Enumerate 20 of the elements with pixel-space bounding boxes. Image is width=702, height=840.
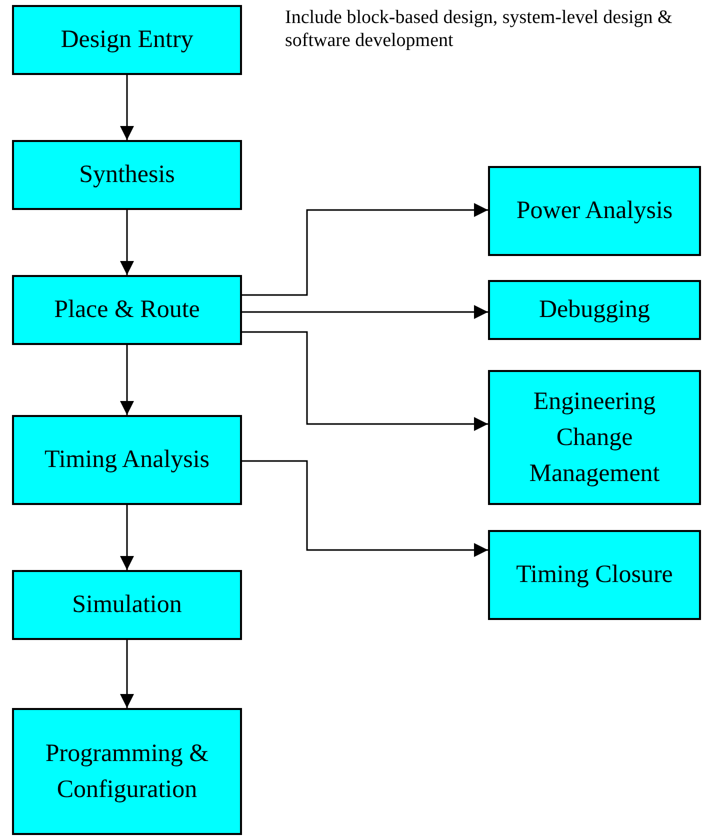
process-box: Debugging [488, 280, 701, 340]
process-box: Engineering Change Management [488, 370, 701, 505]
process-box: Place & Route [12, 275, 242, 345]
note-text: Include block-based design, system-level design & software development [285, 6, 674, 52]
arrow [120, 505, 134, 570]
process-box: Power Analysis [488, 166, 701, 256]
arrow [120, 210, 134, 275]
process-box: Programming & Configuration [12, 708, 242, 835]
arrow [242, 460, 488, 557]
arrow [120, 345, 134, 415]
process-box: Timing Analysis [12, 415, 242, 505]
arrow [120, 640, 134, 708]
process-box: Timing Closure [488, 530, 701, 620]
arrow [120, 75, 134, 140]
process-box: Simulation [12, 570, 242, 640]
process-box: Design Entry [12, 5, 242, 75]
arrow [242, 203, 488, 296]
process-box: Synthesis [12, 140, 242, 210]
arrow [242, 331, 488, 431]
arrow [242, 305, 488, 319]
